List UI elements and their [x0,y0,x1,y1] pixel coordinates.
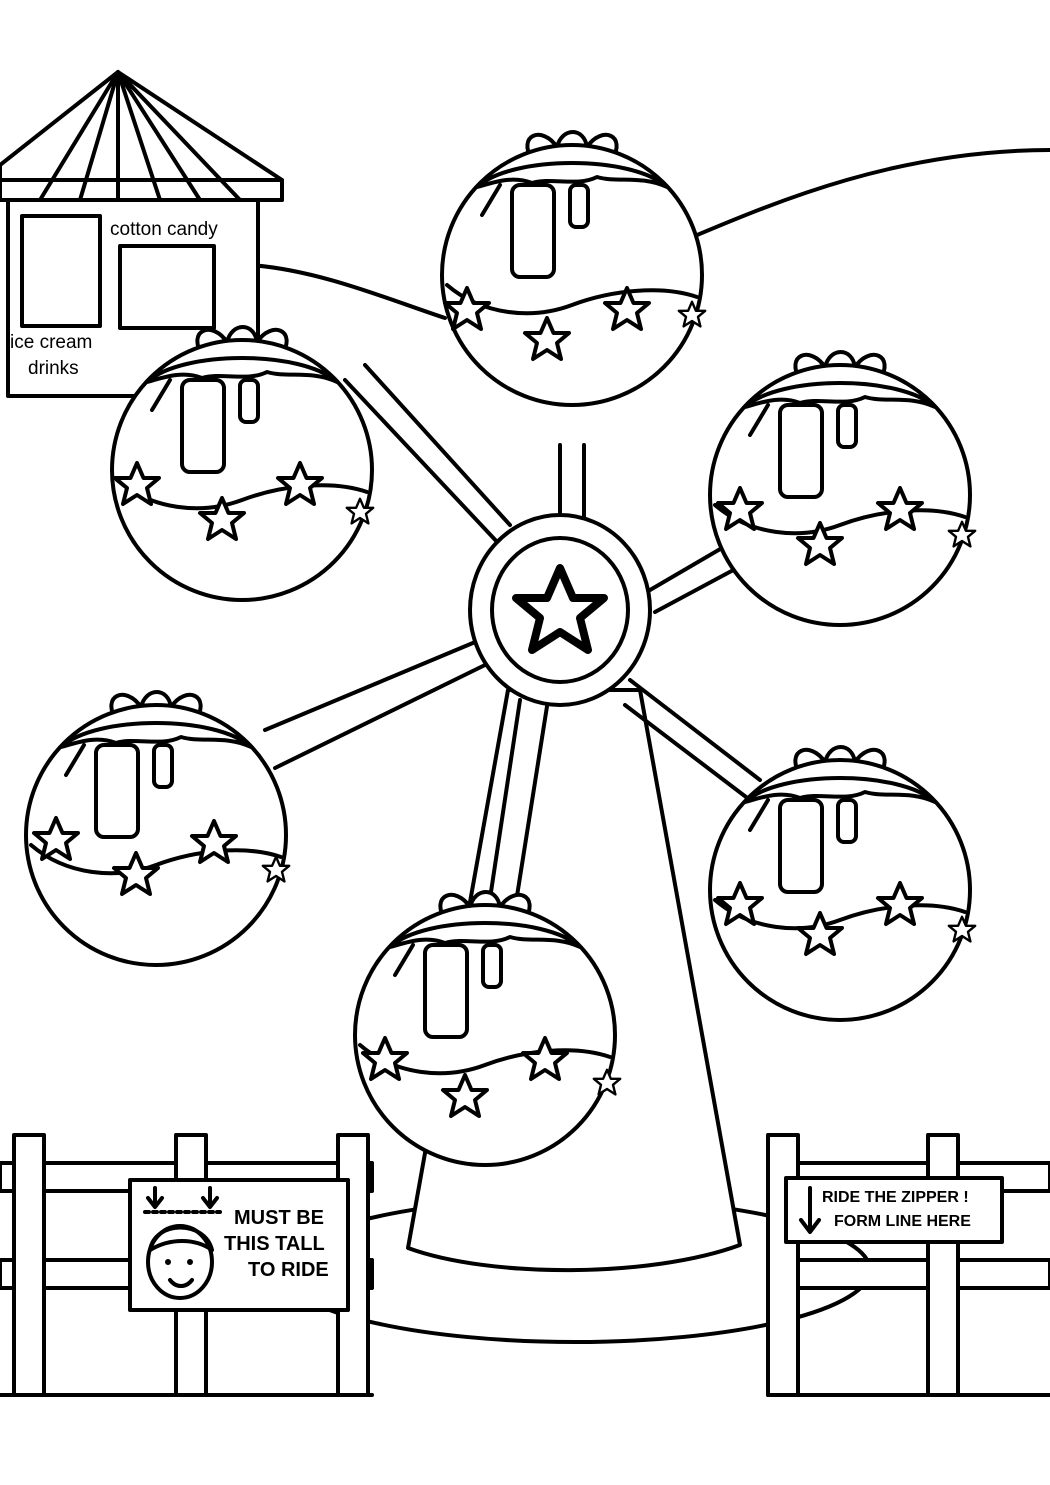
fence-right [766,1133,1050,1397]
booth-label-ice-cream: ice cream [10,332,92,353]
kid-face-icon [146,1224,214,1300]
booth-label-cotton-candy: cotton candy [110,219,218,240]
hill-line [248,263,447,320]
hill-line-right [688,148,1050,240]
wheel-spokes [263,363,782,802]
gondola-lower-right [708,745,977,1022]
gondola-top [440,130,707,407]
height-sign-line-3: TO RIDE [248,1259,329,1281]
height-sign-line-2: THIS TALL [224,1233,325,1255]
gondola-lower-left [24,690,291,967]
zipper-sign-line-2: FORM LINE HERE [834,1213,971,1230]
height-sign: MUST BE THIS TALL TO RIDE [128,1178,350,1312]
wheel-hub [468,513,652,707]
height-sign-line-1: MUST BE [234,1207,324,1229]
zipper-sign-line-1: RIDE THE ZIPPER ! [822,1189,969,1206]
booth-label-drinks: drinks [28,358,79,379]
zipper-sign: RIDE THE ZIPPER ! FORM LINE HERE [784,1176,1004,1244]
down-arrow-icon [799,1186,821,1234]
gondola-upper-right [708,350,977,627]
